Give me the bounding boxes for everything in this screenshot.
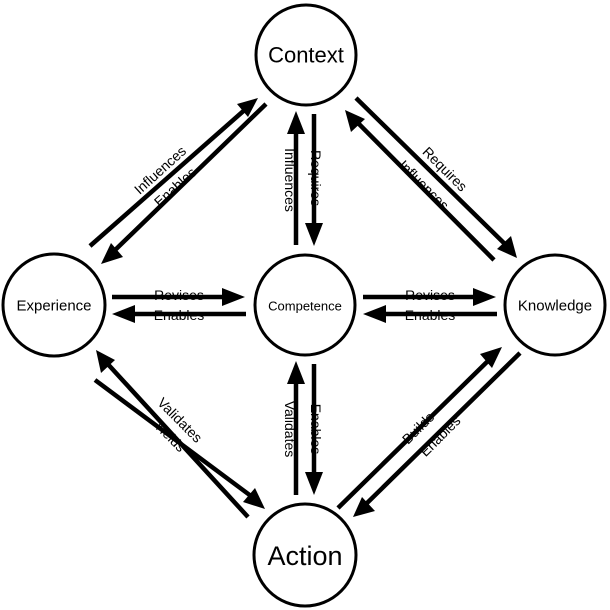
edge-context-competence: Influences Requires — [282, 111, 324, 246]
arrowhead-competence-4 — [287, 361, 305, 384]
label-revises: Revises — [405, 287, 455, 303]
arrowhead-competence-2 — [222, 288, 245, 306]
arrowhead-competence — [305, 223, 323, 246]
node-knowledge: Knowledge — [503, 253, 607, 357]
arrow-experience-to-context — [88, 105, 250, 248]
label-enables: Enables — [154, 307, 205, 323]
node-competence-label: Competence — [268, 299, 342, 314]
arrowhead-action-3 — [353, 497, 375, 517]
arrow-knowledge-to-context — [354, 119, 496, 262]
arrowhead-context — [237, 98, 258, 117]
node-action-label: Action — [267, 541, 342, 571]
edge-experience-competence: Revises Enables — [112, 287, 246, 323]
arrowhead-knowledge — [497, 236, 517, 258]
node-experience-label: Experience — [16, 298, 91, 315]
node-context: Context — [254, 3, 358, 107]
arrowhead-competence-3 — [363, 305, 386, 323]
edge-competence-action: Validates Enables — [282, 361, 324, 495]
edge-experience-action: Validates Yields — [93, 350, 265, 519]
label-influences: Influences — [282, 148, 298, 212]
arrow-experience-to-action — [93, 378, 257, 501]
arrowhead-context-2 — [287, 111, 305, 134]
label-validates: Validates — [282, 401, 298, 458]
label-requires: Requires — [308, 150, 324, 206]
arrowhead-action — [243, 488, 265, 509]
arrowhead-knowledge-3 — [480, 347, 502, 368]
node-experience: Experience — [1, 252, 107, 358]
arrowhead-action-2 — [305, 472, 323, 495]
edge-context-experience: Influences Enables — [88, 98, 268, 264]
node-context-label: Context — [268, 43, 344, 68]
label-enables: Enables — [405, 307, 456, 323]
arrowhead-knowledge-2 — [473, 288, 496, 306]
arrow-action-to-knowledge — [336, 355, 494, 510]
edge-context-knowledge: Requires Influences — [345, 96, 517, 262]
label-enables: Enables — [308, 404, 324, 455]
arrowhead-experience — [101, 243, 123, 264]
edge-action-knowledge: Builds Enables — [336, 347, 522, 517]
node-knowledge-label: Knowledge — [518, 298, 592, 315]
arrow-knowledge-to-action — [362, 351, 522, 508]
arrowhead-experience-2 — [112, 305, 135, 323]
edge-competence-knowledge: Revises Enables — [363, 287, 497, 323]
arrow-context-to-knowledge — [354, 96, 510, 249]
arrowhead-experience-3 — [96, 350, 115, 373]
arrowhead-context-3 — [345, 110, 365, 132]
node-action: Action — [252, 502, 358, 608]
arrow-context-to-experience — [109, 102, 268, 256]
label-revises: Revises — [154, 287, 204, 303]
node-competence: Competence — [253, 253, 357, 357]
